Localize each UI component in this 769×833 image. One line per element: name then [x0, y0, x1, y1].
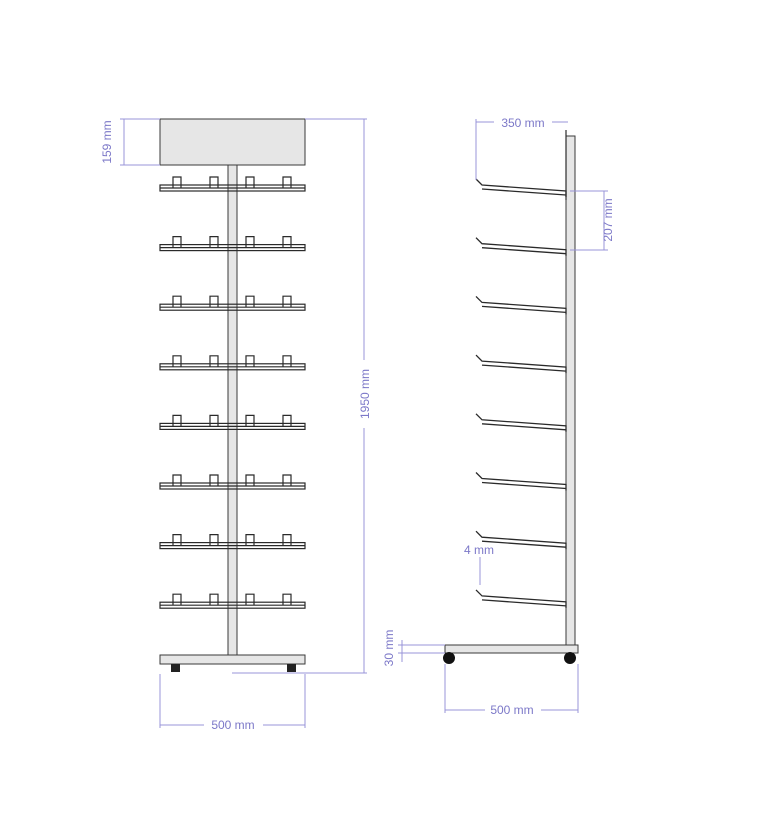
side-hook [475, 178, 567, 197]
front-hook-bracket [209, 414, 219, 427]
side-hook [475, 589, 567, 608]
front-hook-bracket [282, 355, 292, 367]
front-hook-bracket [282, 236, 292, 248]
side-hook [475, 354, 567, 374]
side-hook [475, 472, 567, 491]
front-pole [227, 164, 238, 656]
side-hooks [475, 178, 567, 608]
front-shelf-row [159, 236, 306, 252]
side-base [444, 644, 579, 654]
side-wheel-left [443, 652, 455, 664]
front-shelves [159, 176, 306, 609]
side-view [443, 130, 579, 664]
front-hook-bracket [209, 295, 219, 308]
front-hook-bracket [282, 295, 292, 308]
front-hook-bracket [245, 414, 255, 427]
front-hook-bracket [282, 593, 292, 606]
front-hook-bracket [245, 593, 255, 606]
front-shelf-row [159, 355, 306, 371]
front-base [159, 654, 306, 665]
front-shelf-row [159, 295, 306, 311]
side-wire-diameter-label: 4 mm [464, 543, 494, 557]
front-hook-bracket [245, 534, 255, 546]
front-shelf-row [159, 176, 306, 192]
front-hook-bracket [245, 295, 255, 308]
side-wheel-right [564, 652, 576, 664]
side-base-depth-label: 500 mm [490, 703, 533, 717]
front-shelf-row [159, 593, 306, 609]
front-hook-bracket [209, 593, 219, 606]
side-hook-spacing-label: 207 mm [601, 198, 615, 241]
front-hook-bracket [172, 355, 182, 367]
side-hook [475, 530, 567, 550]
front-shelf-row [159, 414, 306, 430]
front-caster-right [287, 664, 296, 672]
front-hook-bracket [282, 176, 292, 188]
front-view [159, 118, 306, 672]
side-hook-length-label: 350 mm [501, 116, 544, 130]
front-header-panel [159, 118, 306, 166]
front-shelf-row [159, 534, 306, 550]
front-hook-bracket [282, 474, 292, 486]
front-hook-bracket [209, 355, 219, 367]
side-base-height-label: 30 mm [382, 630, 396, 667]
front-hook-bracket [172, 414, 182, 427]
front-hook-bracket [209, 176, 219, 188]
front-hook-bracket [245, 474, 255, 486]
front-hook-bracket [172, 474, 182, 486]
front-hook-bracket [172, 593, 182, 606]
front-hook-bracket [209, 236, 219, 248]
front-total-height-label: 1950 mm [358, 369, 372, 419]
side-upright [565, 135, 576, 646]
front-hook-bracket [172, 176, 182, 188]
front-caster-left [171, 664, 180, 672]
front-hook-bracket [245, 236, 255, 248]
front-hook-bracket [282, 414, 292, 427]
front-hook-bracket [209, 534, 219, 546]
front-base-width-label: 500 mm [211, 718, 254, 732]
front-hook-bracket [282, 534, 292, 546]
side-hook [475, 295, 567, 315]
front-hook-bracket [172, 236, 182, 248]
front-header-height-label: 159 mm [100, 120, 114, 163]
side-dimensions: 350 mm 207 mm 4 mm 30 mm 500 mm [382, 116, 615, 717]
front-hook-bracket [245, 355, 255, 367]
side-hook [475, 413, 567, 432]
side-hook [475, 237, 567, 256]
front-dimensions: 159 mm 1950 mm 500 mm [100, 118, 372, 732]
front-hook-bracket [172, 534, 182, 546]
front-hook-bracket [209, 474, 219, 486]
front-hook-bracket [172, 295, 182, 308]
front-hook-bracket [245, 176, 255, 188]
front-shelf-row [159, 474, 306, 490]
